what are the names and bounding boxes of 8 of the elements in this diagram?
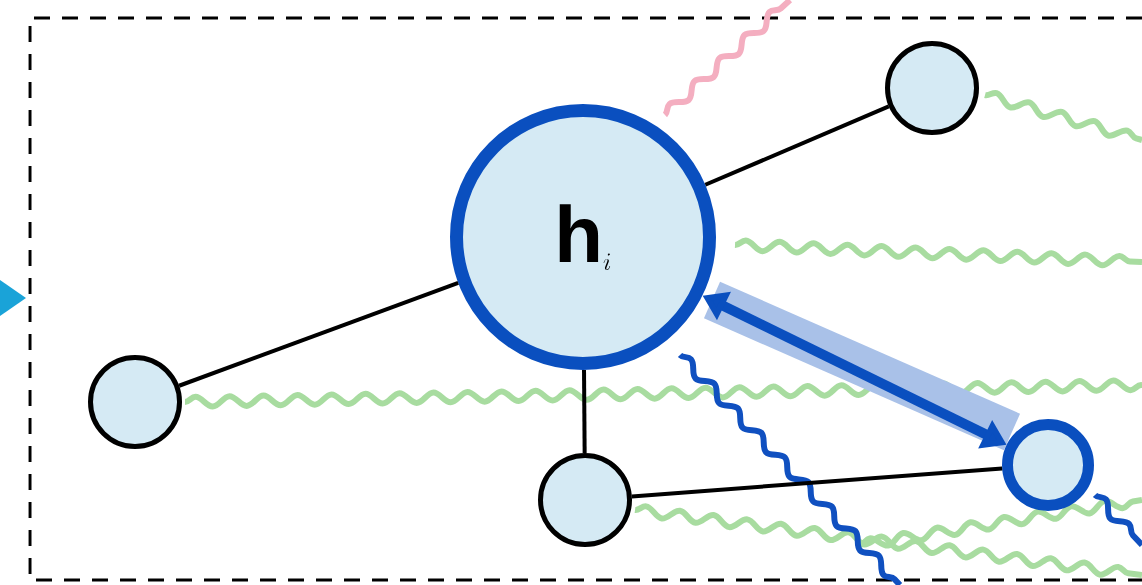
edge-line — [631, 466, 1003, 499]
node-circle — [88, 355, 182, 449]
node-circle — [538, 453, 632, 547]
node-circle — [1002, 419, 1094, 511]
node-circle — [885, 41, 979, 135]
edge-line — [704, 104, 890, 187]
edge-line — [582, 369, 587, 453]
edge-line — [178, 281, 459, 388]
